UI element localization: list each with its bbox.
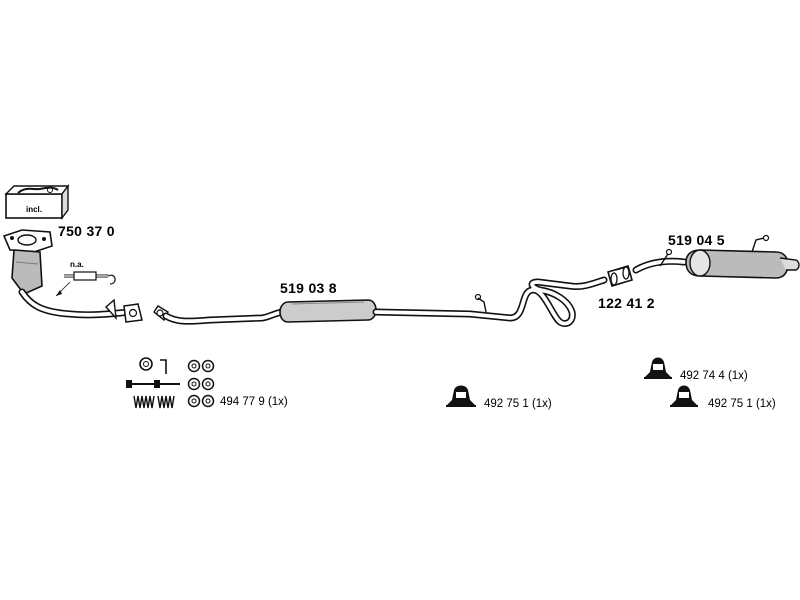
part-number-connector: 122 41 2 <box>598 295 655 311</box>
mounting-kit <box>126 357 215 409</box>
part-number-catalytic-converter: 750 37 0 <box>58 223 115 239</box>
middle-silencer <box>279 299 377 323</box>
rubber-mount-right-upper <box>644 357 672 379</box>
rear-pipe <box>372 276 608 328</box>
rear-silencer <box>685 234 800 279</box>
not-applicable-label: n.a. <box>70 260 84 269</box>
front-pipe <box>153 305 292 325</box>
rubber-mount-center-label: 492 75 1 (1x) <box>484 398 552 410</box>
catalytic-converter <box>2 229 143 323</box>
incl-label: incl. <box>26 205 42 214</box>
part-number-rear-silencer: 519 04 5 <box>668 232 725 248</box>
included-kit-box: incl. <box>4 183 70 221</box>
rubber-mount-right-lower-label: 492 75 1 (1x) <box>708 398 776 410</box>
pipe-connector <box>607 265 633 287</box>
rubber-mount-center <box>446 385 476 407</box>
rubber-mount-right-upper-label: 492 74 4 (1x) <box>680 370 748 382</box>
tail-inlet-pipe <box>632 248 688 274</box>
mounting-kit-label: 494 77 9 (1x) <box>220 396 288 408</box>
lambda-sensor: n.a. <box>55 260 116 297</box>
part-number-middle-silencer: 519 03 8 <box>280 280 337 296</box>
rubber-mount-right-lower <box>670 385 698 407</box>
